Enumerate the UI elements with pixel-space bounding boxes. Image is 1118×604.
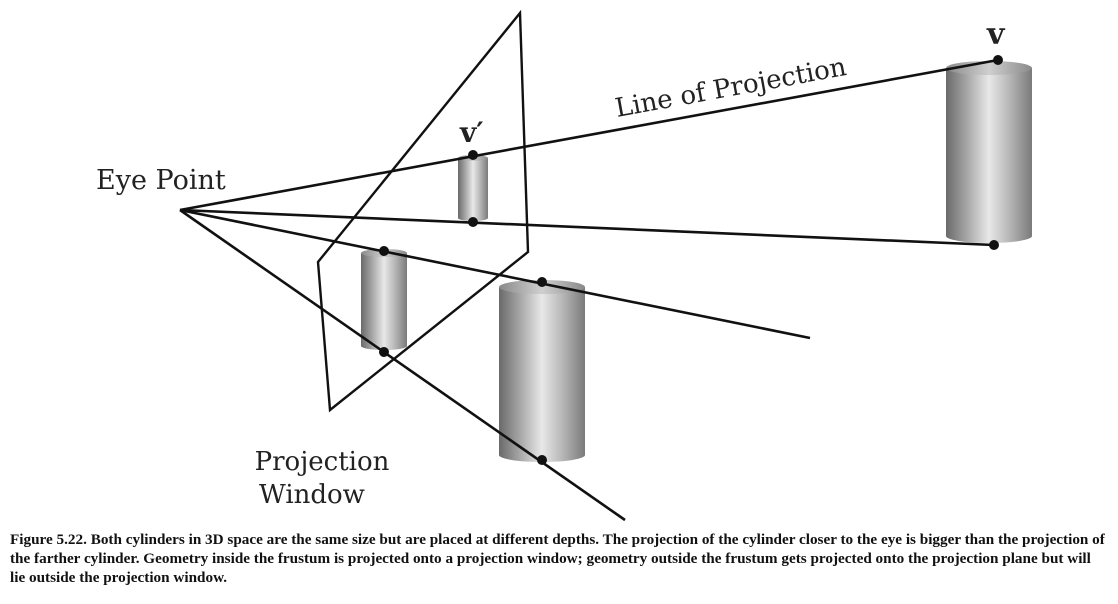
point-far-bottom xyxy=(989,240,999,250)
projection-line-near-bottom xyxy=(179,208,626,522)
point-large-top xyxy=(379,246,389,256)
line-of-projection-top xyxy=(179,58,999,212)
far-cylinder-upper xyxy=(946,61,1032,243)
projection-lines xyxy=(179,58,999,522)
projection-window xyxy=(316,9,530,413)
v-prime-label: v′ xyxy=(459,116,484,149)
eye-point-label: Eye Point xyxy=(96,165,226,196)
projected-cylinder-small xyxy=(458,155,488,221)
figure-caption: Figure 5.22. Both cylinders in 3D space … xyxy=(10,531,1105,586)
projection-points xyxy=(379,55,1003,465)
point-v xyxy=(993,55,1003,65)
point-small-bottom xyxy=(468,217,478,227)
v-label: v xyxy=(986,17,1006,52)
line-of-projection-label: Line of Projection xyxy=(613,52,849,124)
projected-cylinder-large xyxy=(361,249,407,350)
projection-line-far-bottom xyxy=(179,208,995,247)
point-near-bottom xyxy=(537,455,547,465)
point-large-bottom xyxy=(379,347,389,357)
projection-window-label-line2: Window xyxy=(259,480,365,510)
projection-line-near-top xyxy=(179,208,811,340)
near-cylinder-lower xyxy=(499,280,585,462)
projection-window-label-line1: Projection xyxy=(255,447,390,477)
point-v-prime xyxy=(468,150,478,160)
point-near-top xyxy=(537,277,547,287)
